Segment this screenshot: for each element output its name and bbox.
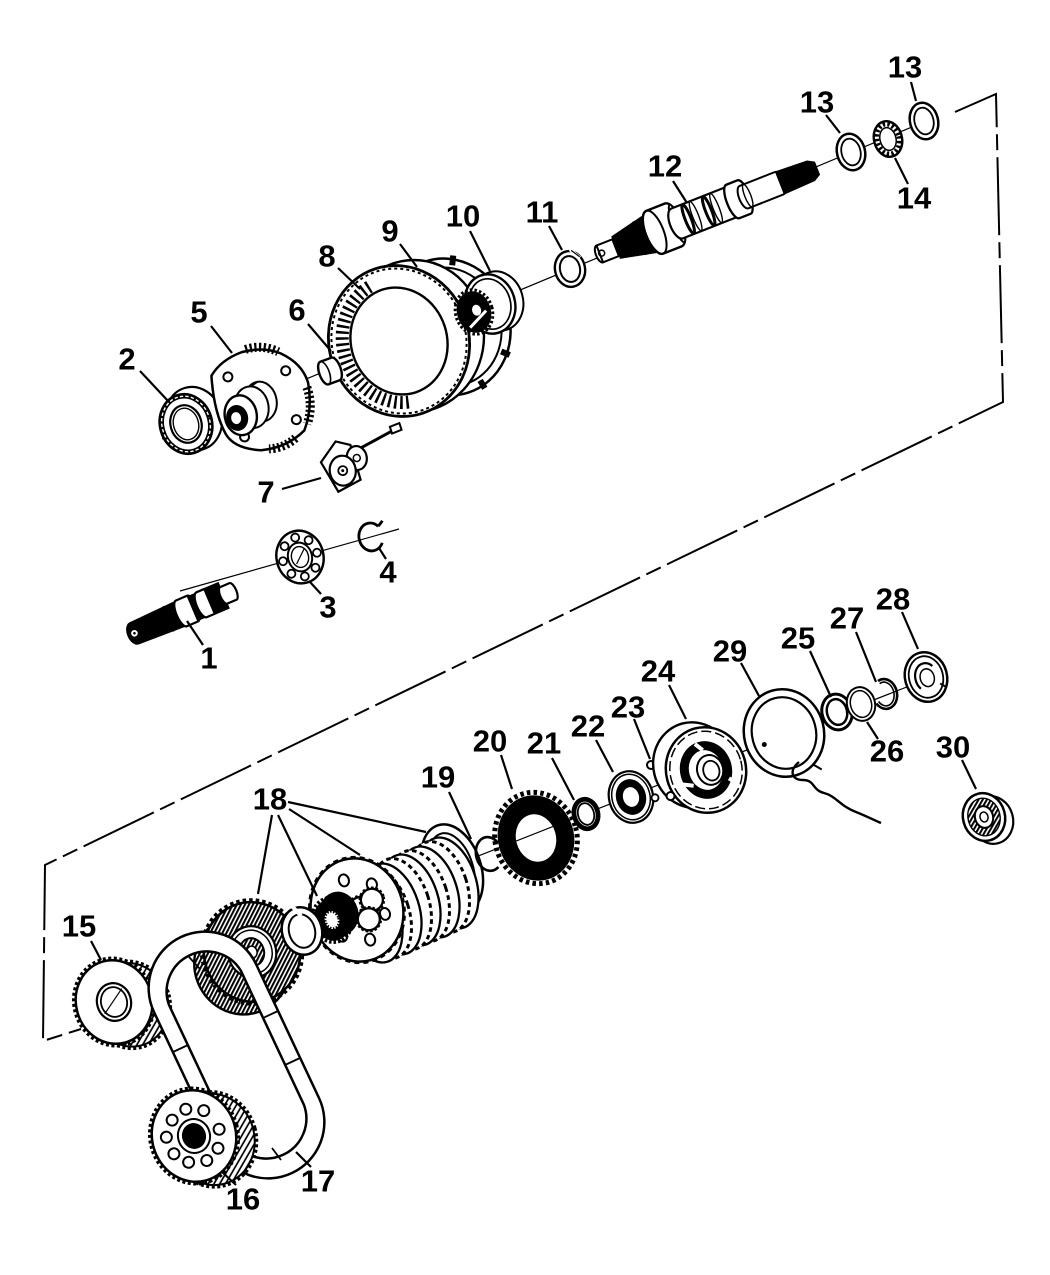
part-13-thrust-washer-left: [835, 132, 867, 172]
part-30-bearing: [961, 791, 1015, 845]
leader-line-18-2: [288, 808, 361, 856]
part-label-21: 21: [527, 726, 561, 761]
leader-line-3: [309, 581, 322, 595]
part-label-26: 26: [870, 734, 904, 769]
part-label-7: 7: [257, 475, 274, 510]
part-12-output-shaft: [593, 160, 821, 264]
leader-line-13a: [825, 114, 841, 134]
leader-line-4: [378, 547, 387, 560]
part-label-20: 20: [473, 724, 507, 759]
part-label-2: 2: [118, 342, 135, 377]
part-label-27: 27: [830, 601, 864, 636]
leader-line-2: [139, 370, 170, 403]
part-2-seal-ring: [158, 385, 224, 456]
leader-line-20: [499, 754, 514, 790]
part-label-4: 4: [379, 555, 397, 590]
leader-line-11: [548, 225, 563, 251]
part-24-clutch-hub: [651, 721, 748, 815]
leader-line-25: [808, 650, 833, 698]
part-4-snap-ring: [357, 520, 384, 553]
part-28-bearing: [903, 650, 949, 704]
leader-line-24: [668, 684, 687, 720]
sun-gear: [453, 288, 495, 336]
part-10-sun-gear-assembly: [453, 270, 525, 336]
part-label-3: 3: [319, 590, 336, 625]
leader-line-26: [866, 721, 879, 740]
leader-line-16: [220, 1170, 237, 1186]
part-label-19: 19: [421, 760, 455, 795]
part-6-roller: [316, 356, 344, 386]
part-label-22: 22: [571, 709, 605, 744]
part-label-6: 6: [288, 293, 305, 328]
part-label-25: 25: [781, 621, 815, 656]
part-11-snap-ring: [553, 248, 587, 289]
leader-line-8: [337, 267, 361, 290]
part-label-23: 23: [611, 690, 645, 725]
leader-line-12: [672, 180, 688, 204]
part-label-11: 11: [526, 195, 559, 230]
part-14-needle-bearing: [872, 120, 904, 158]
part-label-10: 10: [446, 199, 480, 234]
part-label-14: 14: [897, 181, 932, 216]
leader-line-30: [961, 759, 977, 790]
leader-line-27: [854, 631, 878, 683]
part-label-29: 29: [713, 634, 747, 669]
part-16-sprocket: [147, 1086, 259, 1189]
leader-line-21: [551, 757, 575, 801]
part-label-15: 15: [62, 909, 96, 944]
part-22-bearing: [607, 770, 660, 824]
leader-line-13b: [909, 81, 918, 102]
leader-line-18-4: [277, 814, 318, 897]
part-29-coil-housing: [742, 688, 882, 825]
part-label-13b: 13: [888, 50, 922, 85]
leader-line-1: [186, 620, 204, 646]
leader-line-19: [448, 791, 472, 840]
leader-line-14: [894, 157, 909, 185]
leader-line-23: [632, 718, 652, 760]
part-13-thrust-washer-right: [908, 101, 940, 141]
part-label-12: 12: [648, 149, 682, 184]
part-18-wave-washer: [280, 905, 324, 957]
part-label-17: 17: [301, 1164, 335, 1199]
part-label-8: 8: [318, 239, 335, 274]
part-21-seal-ring: [571, 796, 601, 832]
leader-line-7: [281, 476, 322, 491]
part-19-snap-ring: [474, 835, 500, 873]
part-26-ring: [845, 686, 877, 722]
part-20-friction-disc: [492, 789, 580, 887]
part-label-13a: 13: [800, 85, 834, 120]
part-7-pump-assembly: [319, 421, 403, 494]
leader-line-10: [469, 230, 491, 272]
part-8-annulus-gear: [327, 258, 486, 418]
assembly-axis-lines: [161, 116, 937, 964]
leader-line-29: [740, 662, 760, 697]
part-label-16: 16: [226, 1182, 260, 1217]
part-label-30: 30: [936, 730, 970, 765]
leader-line-28: [900, 611, 920, 650]
leader-line-17: [295, 1151, 312, 1168]
leader-line-15: [90, 940, 102, 961]
leader-line-6: [307, 323, 332, 352]
part-label-28: 28: [876, 582, 910, 617]
part-label-9: 9: [381, 214, 398, 249]
part-3-ball-bearing: [275, 529, 325, 585]
coil-wire: [791, 761, 882, 825]
leader-line-22: [595, 739, 614, 773]
boundary-phantom-line: [41, 92, 1005, 1043]
leader-line-18-3: [256, 814, 274, 895]
leader-line-18-1: [287, 800, 427, 834]
part-label-24: 24: [641, 654, 676, 689]
part-5-planet-carrier: [210, 342, 315, 454]
part-label-5: 5: [190, 295, 207, 330]
leader-line-5: [210, 325, 233, 354]
part-1-input-shaft: [126, 581, 239, 645]
part-label-18: 18: [253, 782, 287, 817]
part-label-1: 1: [200, 641, 217, 676]
leader-line-9: [399, 243, 418, 268]
part-27-snap-ring: [875, 677, 899, 711]
